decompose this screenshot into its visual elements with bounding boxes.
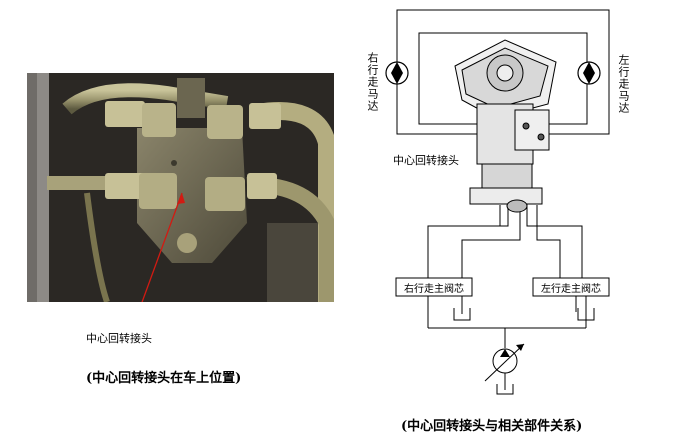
right-valve-box [395,277,473,297]
line-to-left-valve-1 [526,200,583,278]
photo-caption: (中心回转接头在车上位置) [86,371,242,386]
left-motor-icon [577,61,601,85]
right-motor-icon [385,61,409,85]
photo-illustration [27,73,334,302]
left-motor-label: 左行走马达 [617,54,630,114]
joint-label: 中心回转接头 [393,154,459,167]
right-valve-label: 右行走主阀芯 [404,284,464,295]
right-motor-label: 右行走马达 [366,52,379,112]
callout-label: 中心回转接头 [86,332,152,345]
swivel-joint-drawing [454,39,557,213]
schematic-caption: (中心回转接头与相关部件关系) [401,419,583,434]
pump-arrow-icon [500,349,510,357]
line-to-left-valve-2 [536,205,561,278]
installation-photo [27,73,334,302]
left-valve-box [532,277,610,297]
line-to-right-valve-1 [427,200,509,278]
left-valve-label: 左行走主阀芯 [541,284,601,295]
line-to-right-valve-2 [461,205,521,278]
